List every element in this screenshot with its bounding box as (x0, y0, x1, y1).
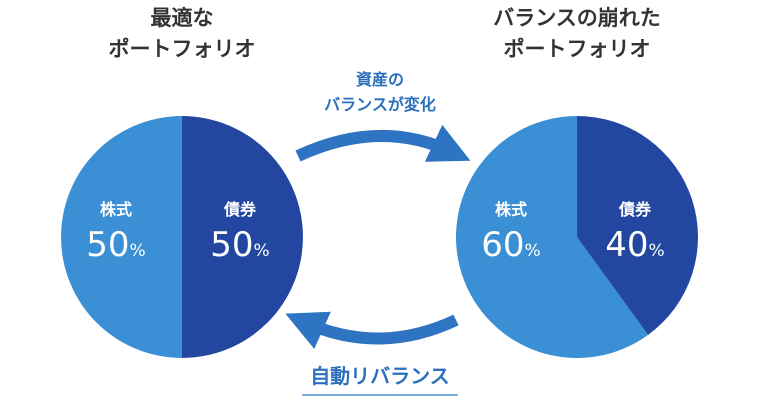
balance-change-arrow-icon (295, 124, 471, 162)
left-title-line2: ポートフォリオ (109, 37, 256, 61)
slice-value-unit: % (254, 241, 270, 261)
slice-value-bond: 40% (605, 225, 664, 265)
auto-rebalance-label: 自動リバランス (310, 364, 450, 388)
slice-value-stock: 50% (86, 225, 145, 265)
right-title-line2: ポートフォリオ (504, 37, 651, 61)
slice-value-number: 40 (605, 225, 648, 265)
slice-value-unit: % (130, 241, 146, 261)
left-title-line1: 最適な (151, 6, 214, 30)
pie-slice-stock (61, 116, 182, 358)
slice-label-bond: 債券 (223, 200, 257, 219)
balance-change-label-line2: バランスが変化 (324, 95, 436, 114)
slice-value-stock: 60% (481, 225, 540, 265)
slice-label-stock: 株式 (495, 200, 527, 219)
pie-slice-stock (455, 116, 649, 359)
slice-label-bond: 債券 (618, 200, 652, 219)
slice-value-number: 50 (210, 225, 253, 265)
slice-value-unit: % (525, 241, 541, 261)
pie-slice-bond (182, 116, 303, 358)
slice-value-number: 50 (86, 225, 129, 265)
slice-label-stock: 株式 (100, 200, 132, 219)
right-title-line1: バランスの崩れた (493, 6, 661, 30)
slice-value-unit: % (649, 241, 665, 261)
rebalance-arrow-icon (285, 311, 459, 349)
slice-value-bond: 50% (210, 225, 269, 265)
unbalanced-portfolio-pie: 株式 60% 債券 40% (455, 116, 698, 359)
pie-slice-bond (577, 116, 698, 335)
optimal-portfolio-pie: 株式 50% 債券 50% (61, 116, 303, 358)
balance-change-label-line1: 資産の (356, 70, 404, 89)
slice-value-number: 60 (481, 225, 524, 265)
